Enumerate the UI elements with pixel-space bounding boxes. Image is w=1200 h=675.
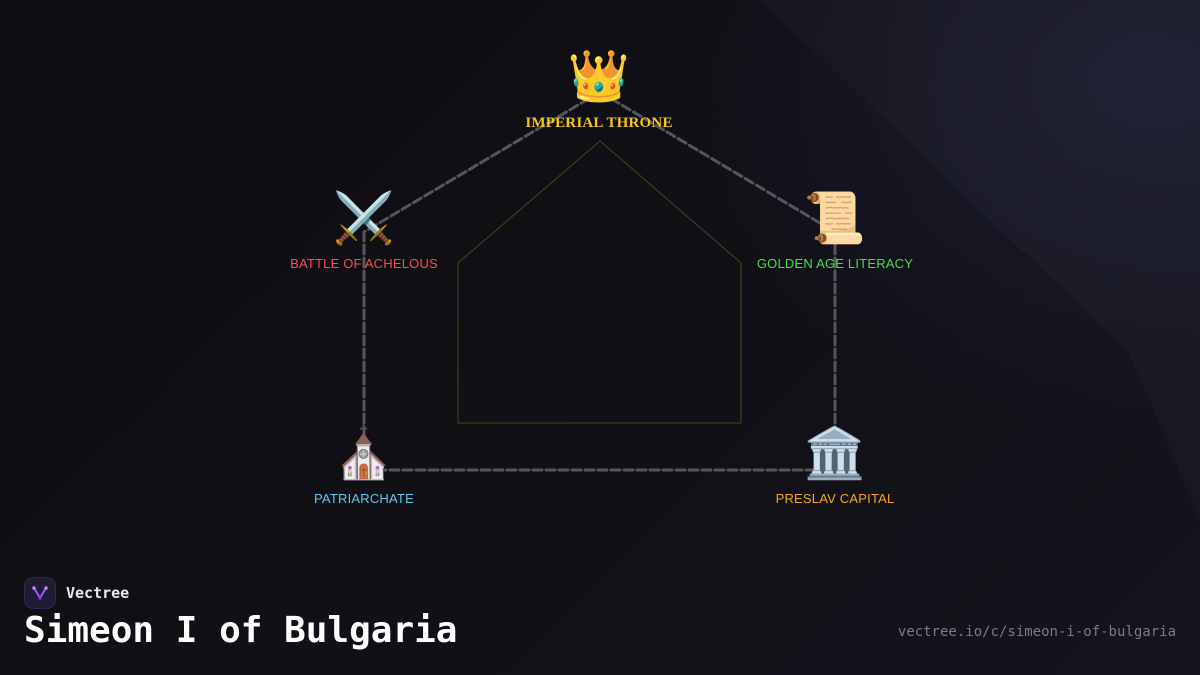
church-icon: ⛪ bbox=[332, 425, 396, 481]
page-title: Simeon I of Bulgaria bbox=[24, 610, 458, 651]
crossed-swords-icon: ⚔️ bbox=[332, 190, 396, 246]
edge-throne-achelous bbox=[362, 90, 602, 234]
house-outline bbox=[457, 140, 742, 424]
node-label-battle-of-achelous: BATTLE OF ACHELOUS bbox=[290, 256, 438, 271]
page-url[interactable]: vectree.io/c/simeon-i-of-bulgaria bbox=[897, 624, 1176, 640]
node-patriarchate[interactable]: ⛪ PATRIARCHATE bbox=[244, 425, 484, 506]
brand-name: Vectree bbox=[66, 584, 130, 602]
node-battle-of-achelous[interactable]: ⚔️ BATTLE OF ACHELOUS bbox=[244, 190, 484, 271]
node-preslav-capital[interactable]: 🏛️ PRESLAV CAPITAL bbox=[715, 425, 955, 506]
classical-building-icon: 🏛️ bbox=[803, 425, 867, 481]
node-label-imperial-throne: IMPERIAL THRONE bbox=[525, 115, 673, 131]
vectree-logo-icon bbox=[24, 577, 56, 609]
scroll-icon: 📜 bbox=[803, 190, 867, 246]
node-golden-age-literacy[interactable]: 📜 GOLDEN AGE LITERACY bbox=[715, 190, 955, 271]
node-label-preslav-capital: PRESLAV CAPITAL bbox=[775, 491, 895, 506]
edge-throne-literacy bbox=[598, 90, 837, 234]
brand[interactable]: Vectree bbox=[24, 577, 129, 609]
edges bbox=[362, 90, 837, 472]
crown-icon: 👑 bbox=[567, 48, 631, 104]
node-imperial-throne[interactable]: 👑 IMPERIAL THRONE bbox=[479, 48, 719, 132]
node-label-patriarchate: PATRIARCHATE bbox=[314, 491, 414, 506]
node-label-golden-age-literacy: GOLDEN AGE LITERACY bbox=[756, 256, 914, 271]
